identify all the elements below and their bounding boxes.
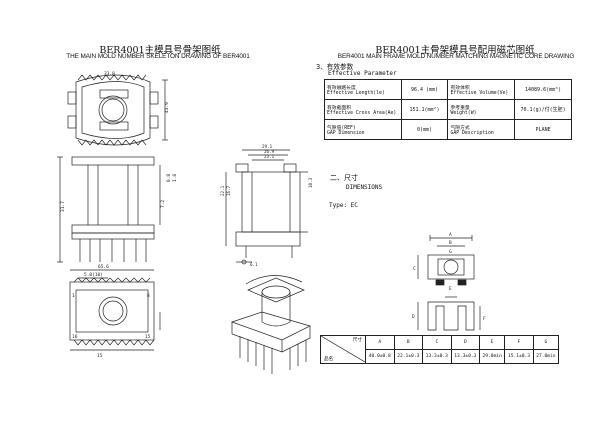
corner-diagonal (321, 336, 365, 362)
bobbin-bottom-view (69, 269, 161, 351)
core-label: B (449, 240, 452, 246)
dim-text: 10.3 (308, 177, 313, 188)
dim-text: 7.2 (160, 200, 166, 208)
core-front-view (417, 296, 481, 331)
dim-text: 6.1 (250, 262, 258, 267)
pin-label: 1 (72, 293, 75, 299)
param-label-en: GAP Dimension (327, 130, 365, 136)
corner-top: 尺寸 (352, 338, 362, 343)
params-heading-cn: 3、有效参数 (316, 63, 354, 71)
core-top-view (417, 235, 475, 286)
core-label: D (412, 314, 415, 320)
dim-text: 26.9 (264, 149, 275, 154)
param-value: 0(mm) (400, 119, 449, 140)
core-label: C (413, 266, 416, 272)
dim-value: 13.3±0.3 (422, 349, 452, 364)
dim-text: 1.8 (172, 174, 178, 182)
param-label-en: Weight(W) (450, 110, 477, 116)
dim-text: 22.1 (220, 185, 225, 196)
dim-text: 5.0(10) (84, 272, 103, 278)
dimensions-heading-en: DIMENSIONS (346, 184, 383, 191)
right-title-cn: BER4001主骨架模具号配用磁芯图纸 (375, 45, 535, 56)
core-label: E (449, 286, 452, 292)
dim-text: 23.1 (264, 154, 275, 159)
param-label-cn: 气隙值(REF) (327, 125, 356, 131)
dim-value: 27.0min (532, 349, 560, 364)
param-label-cn: 参考重量 (450, 105, 470, 111)
dim-text: 65.6 (98, 264, 109, 270)
dim-text: 15 (97, 353, 103, 359)
params-heading-en: Effective Parameter (328, 70, 397, 77)
bobbin-side-view (225, 149, 308, 265)
param-value: PLANE (514, 119, 572, 140)
table-row: 尺寸 品名 A B C D E F G (320, 335, 560, 364)
dim-text: 29.1 (262, 144, 273, 149)
left-title-cn: BER4001主模具号骨架图纸 (99, 45, 221, 56)
dim-text: 16.7 (226, 185, 231, 196)
param-label-cn: 有效磁路长度 (327, 85, 356, 91)
param-label-cn: 气隙方式 (450, 125, 470, 131)
table-row: 40.0±0.8 22.1±0.3 13.3±0.3 13.3±0.3 29.0… (321, 349, 560, 364)
param-label-cn: 有效体积 (450, 85, 470, 91)
type-label: Type: EC (329, 202, 358, 209)
core-label: G (449, 249, 452, 255)
param-label-en: Effective Cross Area(Ae) (327, 110, 397, 116)
core-label: F (483, 316, 486, 322)
corner-cell: 尺寸 品名 (320, 335, 366, 364)
dim-text: 33.8 (104, 72, 115, 77)
dimensions-heading-cn: 二、尺寸 (330, 174, 358, 182)
corner-bottom: 品名 (324, 357, 334, 362)
dim-text: 31.7 (60, 201, 66, 212)
dimensions-table: 尺寸 品名 A B C D E F G 40.0±0.8 22.1±0.3 13… (320, 335, 560, 364)
bobbin-top-view (67, 74, 168, 146)
param-label-en: GAP Description (450, 130, 494, 136)
param-label-en: Effective Length(le) (327, 90, 385, 96)
dim-value: 29.0min (479, 349, 506, 364)
core-label: A (449, 232, 452, 238)
bobbin-isometric-view (230, 275, 311, 374)
pin-label: 15 (145, 334, 151, 340)
bobbin-front-view (57, 156, 161, 263)
dim-value: 15.1±0.3 (504, 349, 534, 364)
pin-label: 8 (147, 293, 150, 299)
param-label-cn: 有效截面积 (327, 105, 351, 111)
dim-text: 43.9 (164, 102, 170, 113)
left-title-en: THE MAIN MOLD NUMBER SKELETON DRAWING OF… (66, 53, 250, 60)
param-label-en: Effective Volume(Ve) (450, 90, 509, 96)
dim-text: 0.8 (166, 174, 172, 182)
pin-label: 16 (72, 334, 78, 340)
right-title-en: BER4001 MAIN FRAME MOLD NUMBER MATCHING … (337, 53, 575, 60)
